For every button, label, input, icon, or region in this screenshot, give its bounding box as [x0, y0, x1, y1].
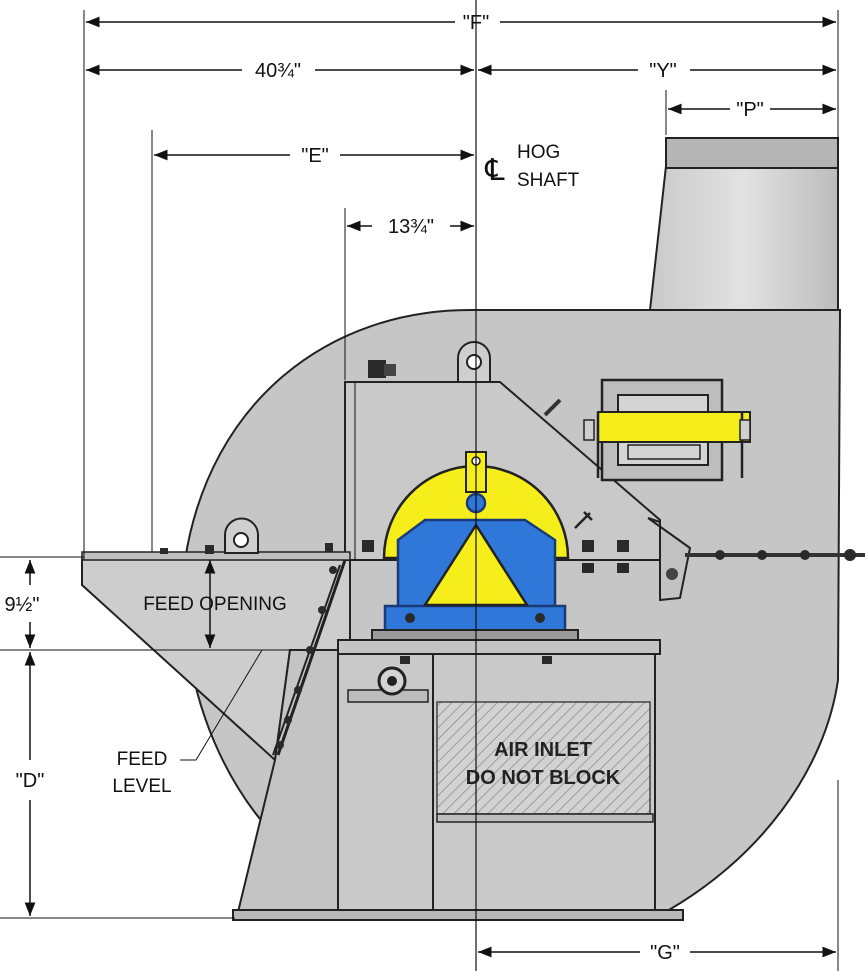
outlet-hood — [648, 165, 839, 311]
outlet-flange — [665, 137, 839, 169]
dim-Y: "Y" — [649, 60, 677, 82]
door-latch — [597, 411, 751, 443]
label-feed: FEED — [117, 749, 168, 770]
lifting-lug-icon — [457, 341, 491, 383]
dim-P: "P" — [736, 99, 764, 121]
label-do-not-block: DO NOT BLOCK — [466, 767, 621, 789]
centerline-symbol-icon: ℄ — [484, 153, 504, 188]
dim-opening-height: 9½" — [5, 594, 40, 616]
dim-F: "F" — [463, 12, 489, 34]
label-air-inlet: AIR INLET — [494, 739, 592, 761]
dim-bracket-offset: 13¾" — [388, 216, 434, 238]
label-level: LEVEL — [112, 776, 171, 797]
base-plate — [232, 909, 684, 921]
chute-bolts — [276, 566, 337, 749]
dim-D: "D" — [16, 770, 45, 792]
bearing-assembly — [362, 451, 629, 641]
dim-left-width: 40¾" — [255, 60, 301, 82]
frame — [232, 639, 684, 921]
hopper-top-strip — [81, 551, 351, 561]
hopper-lug-icon — [224, 517, 259, 554]
access-door — [583, 378, 751, 482]
dim-E: "E" — [301, 145, 329, 167]
dimension-lines — [0, 10, 839, 971]
label-shaft: SHAFT — [517, 170, 580, 191]
air-inlet-grille — [436, 701, 651, 815]
dim-G: "G" — [650, 942, 680, 964]
label-feed-opening: FEED OPENING — [143, 594, 287, 615]
label-hog: HOG — [517, 142, 560, 163]
